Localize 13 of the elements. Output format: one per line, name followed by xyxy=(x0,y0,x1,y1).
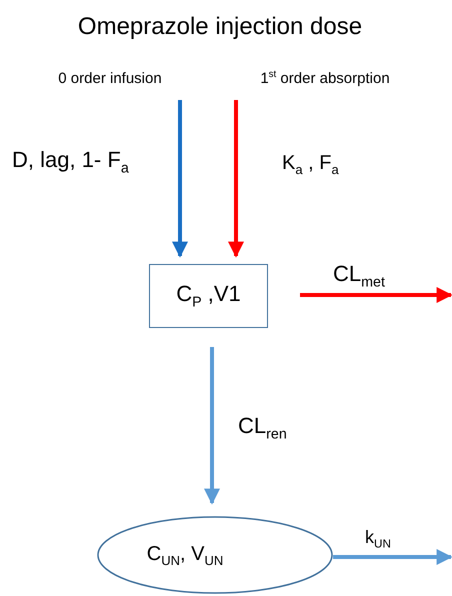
arrow xyxy=(300,287,452,303)
compartment-ellipse xyxy=(97,516,333,594)
edge-label: K$_{a}$ , F$_{a}$ xyxy=(282,152,339,178)
compartment-box xyxy=(149,264,268,328)
diagram-title: Omeprazole injection dose xyxy=(76,14,364,40)
compartment-label: C$_{P}$ ,V1 xyxy=(176,281,241,311)
input-label: 0 order infusion xyxy=(34,66,186,90)
compartment-label: C$_{UN}$, V$_{UN}$ xyxy=(146,542,224,568)
arrow xyxy=(172,100,188,258)
arrow xyxy=(333,549,452,565)
arrow xyxy=(204,347,220,505)
input-label: 1$^{st}$ order absorption xyxy=(232,66,418,90)
arrow xyxy=(228,100,244,258)
